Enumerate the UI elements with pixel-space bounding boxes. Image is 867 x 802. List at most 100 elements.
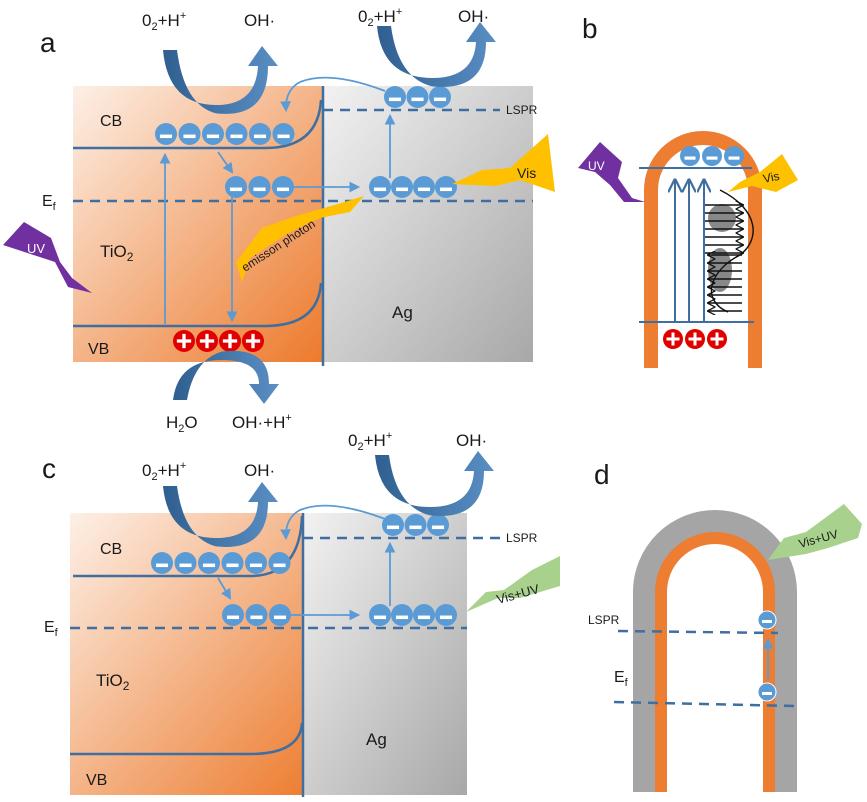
electron-icon bbox=[225, 123, 248, 145]
electron-icon bbox=[369, 176, 391, 198]
curved-arrow-icon bbox=[163, 482, 278, 547]
vis-uv-light-bolt: Vis+UV bbox=[466, 556, 560, 612]
electron-icon bbox=[174, 552, 197, 574]
electron-icon bbox=[757, 682, 777, 702]
cb-band-line bbox=[73, 99, 323, 150]
ag-block bbox=[323, 86, 533, 362]
panel-a: a CB VB Ef TiO2 Ag LSPR UV bbox=[3, 6, 555, 435]
electron-icon bbox=[435, 176, 457, 198]
lspr-level-line bbox=[617, 629, 779, 635]
electron-icon bbox=[413, 604, 435, 626]
electron-icon bbox=[757, 610, 777, 630]
reactant-o2-h-right: 02+H+ bbox=[358, 6, 402, 29]
electron-icon bbox=[702, 146, 722, 166]
svg-text:UV: UV bbox=[588, 159, 605, 173]
tio2-label: TiO2 bbox=[100, 242, 134, 264]
electron-icon bbox=[406, 86, 429, 108]
panel-a-letter: a bbox=[40, 27, 56, 58]
lspr-label: LSPR bbox=[588, 613, 620, 627]
hot-electron-back-transfer-arrow bbox=[280, 504, 386, 541]
product-oh-left: OH· bbox=[244, 461, 275, 480]
curved-arrow-icon bbox=[375, 451, 494, 516]
tio2-label: TiO2 bbox=[96, 671, 130, 693]
cb-electrons bbox=[151, 552, 291, 574]
panel-d: d LSPR Ef Vis+UV bbox=[588, 459, 862, 792]
plasmon-field-icon bbox=[705, 189, 754, 312]
electron-icon bbox=[404, 514, 427, 536]
electron-icon bbox=[413, 176, 435, 198]
tube-holes bbox=[663, 329, 727, 349]
vis-light-bolt: Vis bbox=[728, 154, 798, 192]
ag-fermi-electrons bbox=[369, 604, 457, 626]
product-oh-right: OH· bbox=[456, 431, 487, 450]
mid-electrons bbox=[222, 604, 291, 626]
ag-label: Ag bbox=[392, 303, 413, 322]
electron-icon bbox=[435, 604, 457, 626]
tube-electrons bbox=[680, 146, 744, 166]
vb-label: VB bbox=[86, 772, 107, 789]
cb-electrons bbox=[155, 123, 295, 145]
svg-text:Vis: Vis bbox=[762, 169, 781, 186]
electron-icon bbox=[245, 604, 268, 626]
vb-label: VB bbox=[88, 341, 109, 358]
reaction-arrow-o2-to-oh-right bbox=[375, 451, 494, 516]
reactant-o2-h-left: 02+H+ bbox=[142, 10, 186, 33]
reactant-o2-h-left: 02+H+ bbox=[142, 460, 186, 483]
electron-icon bbox=[391, 176, 413, 198]
vb-holes bbox=[173, 330, 264, 352]
electron-icon bbox=[391, 604, 413, 626]
relaxation-arrow bbox=[217, 577, 232, 600]
shell-electrons bbox=[757, 610, 777, 702]
vb-band-line bbox=[70, 722, 304, 756]
electron-icon bbox=[680, 146, 700, 166]
product-oh-h: OH·+H+ bbox=[232, 412, 292, 432]
lspr-electrons bbox=[384, 86, 451, 108]
reaction-arrow-h2o-to-oh bbox=[173, 350, 279, 404]
electron-icon bbox=[268, 552, 291, 574]
electron-icon bbox=[222, 604, 244, 626]
lspr-electrons bbox=[382, 514, 449, 536]
hole-icon bbox=[663, 329, 683, 349]
uv-light-bolt: UV bbox=[578, 142, 645, 202]
vis-light-bolt: Vis bbox=[452, 134, 555, 192]
vis-uv-light-bolt: Vis+UV bbox=[768, 504, 862, 560]
hole-icon bbox=[219, 330, 241, 352]
hole-icon bbox=[685, 329, 705, 349]
cb-label: CB bbox=[100, 541, 122, 558]
tio2-tube-shell bbox=[644, 131, 762, 368]
hole-icon bbox=[707, 329, 727, 349]
hot-electron-back-transfer-arrow bbox=[280, 76, 386, 113]
product-oh-left: OH· bbox=[244, 11, 275, 30]
electron-icon bbox=[429, 86, 451, 108]
electron-icon bbox=[221, 552, 244, 574]
electron-icon bbox=[155, 123, 177, 145]
panel-c-letter: c bbox=[42, 453, 56, 484]
electron-icon bbox=[178, 123, 201, 145]
vb-band-line bbox=[73, 282, 323, 328]
ef-label: Ef bbox=[44, 619, 59, 639]
electron-icon bbox=[427, 514, 449, 536]
relaxation-arrow bbox=[217, 151, 234, 174]
electron-icon bbox=[198, 552, 220, 574]
ef-label: Ef bbox=[614, 669, 629, 689]
reaction-arrow-o2-to-oh-left bbox=[163, 46, 278, 114]
electron-icon bbox=[248, 176, 271, 198]
hole-icon bbox=[196, 330, 218, 352]
curved-arrow-icon bbox=[377, 22, 496, 87]
fermi-level-line bbox=[613, 700, 795, 708]
reaction-arrow-o2-to-oh-right bbox=[377, 22, 496, 87]
ag-fermi-electrons bbox=[369, 176, 457, 198]
tio2-inner-shell bbox=[655, 532, 775, 792]
electron-icon bbox=[249, 123, 271, 145]
lspr-label: LSPR bbox=[506, 103, 538, 117]
ag-outer-shell bbox=[633, 510, 797, 792]
electron-icon bbox=[272, 123, 295, 145]
panel-d-letter: d bbox=[594, 459, 610, 490]
reactant-h2o: H2O bbox=[166, 413, 198, 435]
svg-text:Vis: Vis bbox=[517, 165, 536, 181]
ef-label: Ef bbox=[42, 193, 57, 213]
electron-icon bbox=[724, 146, 744, 166]
uv-light-bolt: UV bbox=[3, 222, 92, 293]
curved-arrow-icon bbox=[173, 350, 279, 404]
